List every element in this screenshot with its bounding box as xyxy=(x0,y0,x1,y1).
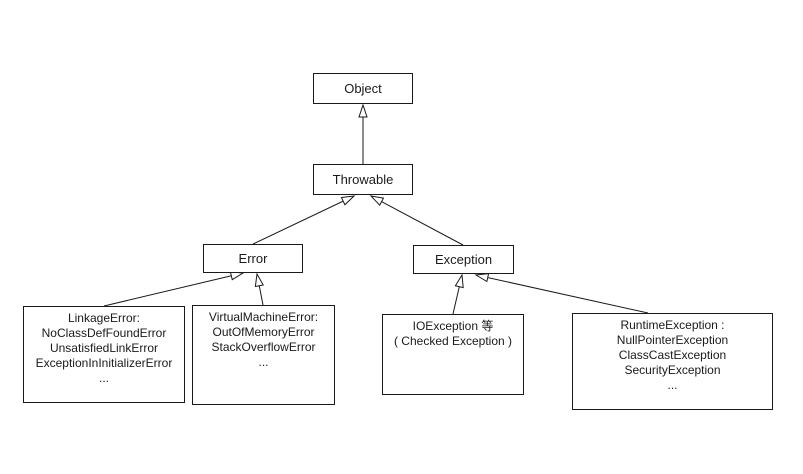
node-exception-label: Exception xyxy=(434,252,493,267)
edge-virtualmachineerror-error xyxy=(254,272,264,306)
node-exception: Exception xyxy=(413,245,514,274)
node-io-exception-line: ( Checked Exception ) xyxy=(393,334,513,348)
node-virtual-machine-error-line: StackOverflowError xyxy=(211,340,316,354)
edge-runtimeexception-exception xyxy=(474,273,649,314)
node-throwable: Throwable xyxy=(313,164,413,195)
node-throwable-label: Throwable xyxy=(332,172,394,187)
node-virtual-machine-error-line: ... xyxy=(258,355,269,369)
edge-ioexception-exception xyxy=(452,273,464,315)
node-io-exception: IOException 等 ( Checked Exception ) xyxy=(382,314,524,395)
node-runtime-exception-line: RuntimeException : xyxy=(620,318,725,332)
node-virtual-machine-error-line: OutOfMemoryError xyxy=(212,325,315,339)
node-linkage-error: LinkageError: NoClassDefFoundError Unsat… xyxy=(23,306,185,403)
node-linkage-error-line: ExceptionInInitializerError xyxy=(35,356,173,370)
node-virtual-machine-error-line: VirtualMachineError: xyxy=(208,310,319,324)
node-runtime-exception-line: NullPointerException xyxy=(616,333,729,347)
node-object: Object xyxy=(313,73,413,104)
node-runtime-exception-line: ClassCastException xyxy=(618,348,727,362)
node-runtime-exception-line: SecurityException xyxy=(624,363,721,377)
node-object-label: Object xyxy=(344,81,382,96)
edge-linkageerror-error xyxy=(103,271,245,307)
node-error: Error xyxy=(203,244,303,273)
node-runtime-exception: RuntimeException : NullPointerException … xyxy=(572,313,773,410)
node-linkage-error-line: NoClassDefFoundError xyxy=(41,326,167,340)
edge-error-throwable xyxy=(252,195,356,245)
node-virtual-machine-error: VirtualMachineError: OutOfMemoryError St… xyxy=(192,305,335,405)
node-runtime-exception-line: ... xyxy=(667,378,678,392)
node-linkage-error-line: LinkageError: xyxy=(67,311,141,325)
node-error-label: Error xyxy=(238,251,268,266)
edge-exception-throwable xyxy=(369,195,464,246)
node-linkage-error-line: UnsatisfiedLinkError xyxy=(49,341,159,355)
node-linkage-error-line: ... xyxy=(98,371,109,385)
node-io-exception-line: IOException 等 xyxy=(412,319,494,333)
